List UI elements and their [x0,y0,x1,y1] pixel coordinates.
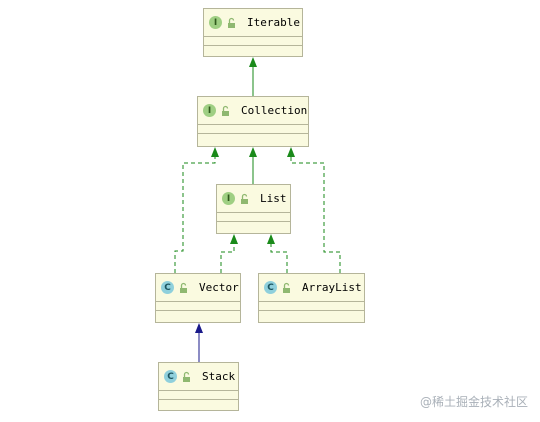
node-header: C Vector [156,274,240,302]
node-name: List [260,192,287,205]
lock-open-icon [183,371,190,382]
node-header: I Iterable [204,9,302,37]
node-stack[interactable]: C Stack [158,362,239,411]
node-header: I Collection [198,97,308,125]
lock-open-icon [222,105,229,116]
lock-open-icon [228,17,235,28]
node-name: Vector [199,281,239,294]
arrowhead-stack-to-vector [195,323,203,333]
node-name: Collection [241,104,308,117]
arrowhead-arraylist-to-list [267,234,275,244]
arrowhead-list-to-collection [249,147,257,157]
lock-open-icon [180,282,187,293]
node-fields-section [259,302,364,311]
class-badge-icon: C [164,370,177,383]
node-header: C ArrayList [259,274,364,302]
edge-arraylist-to-collection [290,156,341,273]
arrowhead-collection-to-iterable [249,57,257,67]
node-fields-section [217,213,290,222]
watermark: @稀土掘金技术社区 [419,395,528,409]
interface-badge-icon: I [222,192,235,205]
node-fields-section [159,391,238,400]
interface-badge-icon: I [203,104,216,117]
node-fields-section [198,125,308,134]
node-arraylist[interactable]: C ArrayList [258,273,365,323]
edge-vector-to-collection [174,156,216,273]
node-vector[interactable]: C Vector [155,273,241,323]
edge-arraylist-to-list [270,243,288,273]
arrowhead-vector-to-list [230,234,238,244]
lock-open-icon [283,282,290,293]
node-fields-section [156,302,240,311]
arrowhead-arraylist-to-collection [287,147,295,157]
node-iterable[interactable]: I Iterable [203,8,303,57]
class-badge-icon: C [161,281,174,294]
node-name: Stack [202,370,236,383]
node-name: Iterable [247,16,300,29]
edge-vector-to-list [220,243,235,273]
class-badge-icon: C [264,281,277,294]
node-header: I List [217,185,290,213]
arrowhead-vector-to-collection [211,147,219,157]
node-name: ArrayList [302,281,362,294]
edge-layer [174,57,341,362]
interface-badge-icon: I [209,16,222,29]
node-header: C Stack [159,363,238,391]
node-collection[interactable]: I Collection [197,96,309,147]
lock-open-icon [241,193,248,204]
node-fields-section [204,37,302,46]
node-list[interactable]: I List [216,184,291,234]
